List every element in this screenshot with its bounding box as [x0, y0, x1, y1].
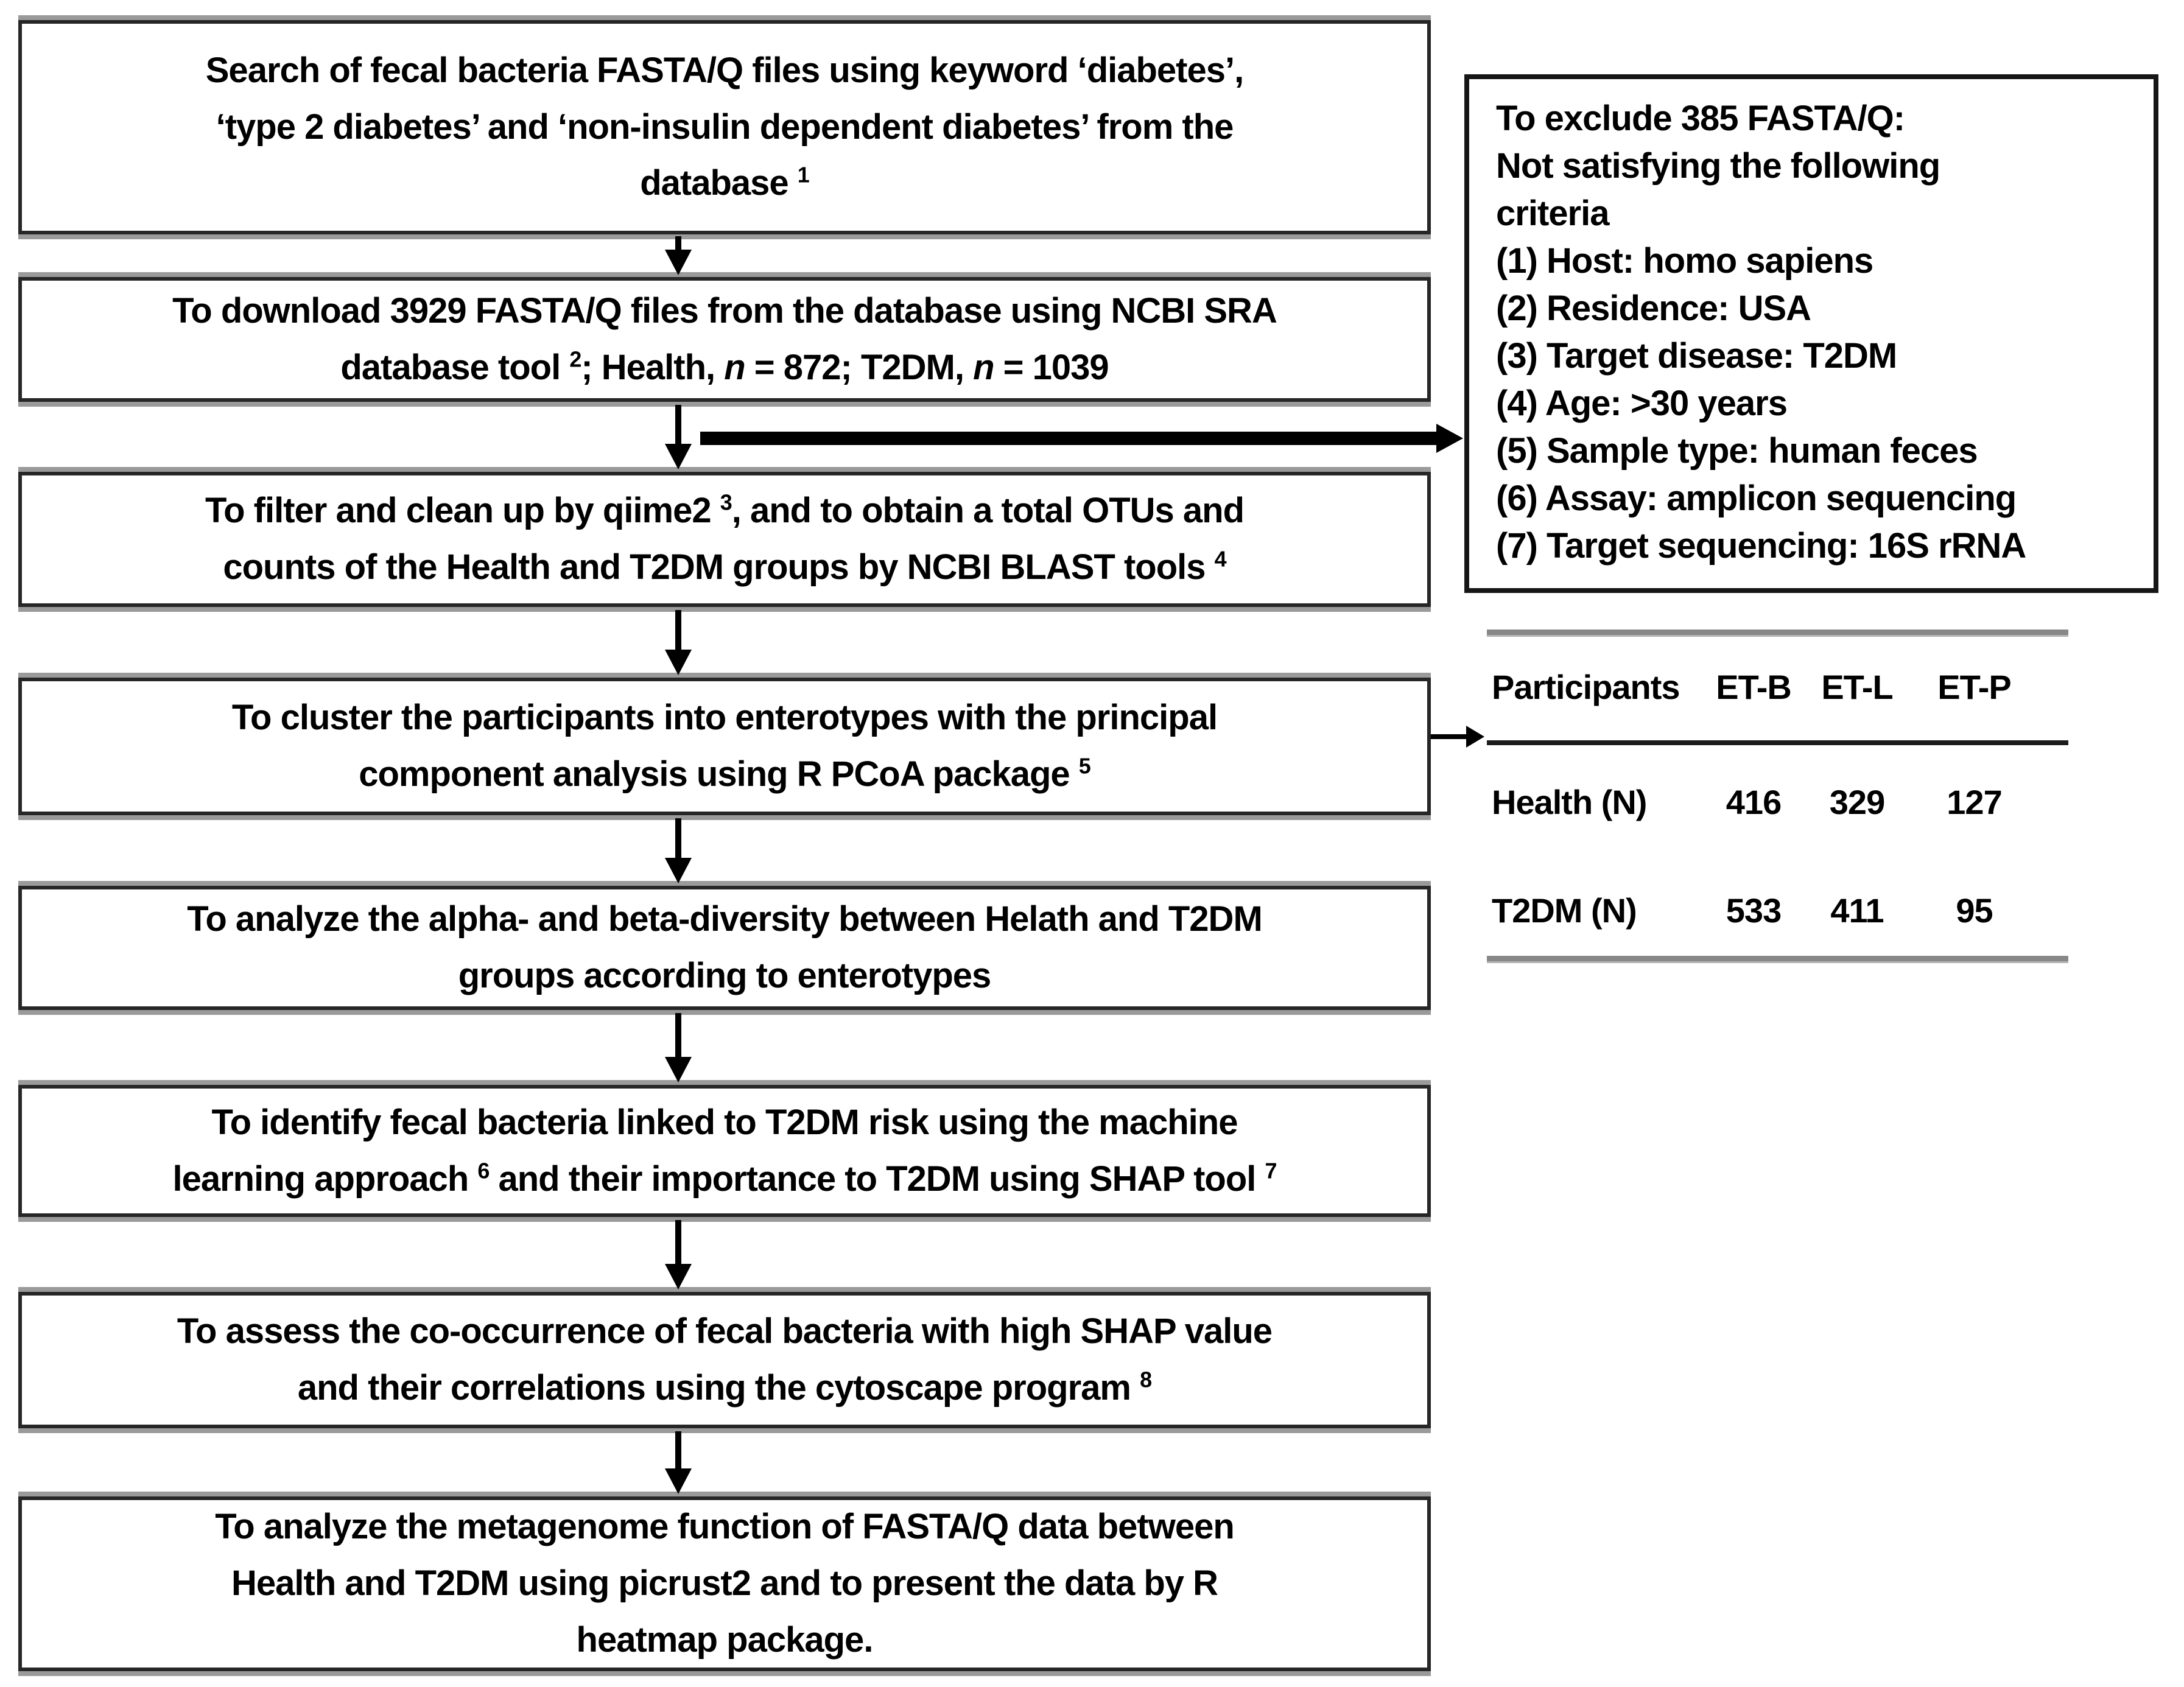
arrow-shaft	[675, 405, 681, 444]
flow-box-search-database: Search of fecal bacteria FASTA/Q files u…	[18, 20, 1431, 234]
arrow-head	[665, 1264, 692, 1289]
arrow-head	[665, 1057, 692, 1082]
arrow-down-icon	[665, 405, 692, 469]
exclusion-line: criteria	[1496, 194, 1609, 233]
exclusion-line: (7) Target sequencing: 16S rRNA	[1496, 526, 2026, 566]
exclusion-line: To exclude 385 FASTA/Q:	[1496, 99, 1905, 138]
table-row-health-label: Health (N)	[1492, 783, 1647, 821]
table-cell-t2dm-et-l: 411	[1830, 891, 1884, 930]
exclusion-line: Not satisfying the following	[1496, 146, 1940, 186]
arrow-head	[665, 444, 692, 469]
arrow-head	[665, 650, 692, 675]
arrow-down-icon	[665, 1013, 692, 1082]
arrow-shaft	[675, 610, 681, 650]
table-header-et-b: ET-B	[1716, 668, 1792, 706]
flow-box-diversity-analysis: To analyze the alpha- and beta-diversity…	[18, 886, 1431, 1010]
arrow-shaft	[675, 818, 681, 858]
flow-box-download-files: To download 3929 FASTA/Q files from the …	[18, 277, 1431, 402]
exclusion-line: (5) Sample type: human feces	[1496, 431, 1978, 471]
flow-box-cluster-enterotypes: To cluster the participants into enterot…	[18, 678, 1431, 815]
exclusion-line: (4) Age: >30 years	[1496, 384, 1788, 423]
exclusion-line: (6) Assay: amplicon sequencing	[1496, 479, 2017, 518]
arrow-head	[1466, 726, 1484, 748]
table-header-rule	[1487, 740, 2068, 745]
flow-box-filter-clean: To filter and clean up by qiime2 3, and …	[18, 472, 1431, 607]
arrow-head	[665, 858, 692, 883]
arrow-right-to-table-icon	[1431, 726, 1484, 748]
table-top-rule	[1487, 630, 2068, 637]
flow-box-co-occurrence: To assess the co-occurrence of fecal bac…	[18, 1292, 1431, 1428]
arrow-shaft	[675, 1220, 681, 1264]
table-row-t2dm-label: T2DM (N)	[1492, 891, 1637, 930]
table-cell-health-et-b: 416	[1726, 783, 1782, 821]
arrow-shaft	[675, 1013, 681, 1057]
arrow-shaft	[700, 432, 1436, 445]
table-header-et-p: ET-P	[1937, 668, 2011, 706]
table-cell-t2dm-et-b: 533	[1726, 891, 1782, 930]
flow-box-machine-learning: To identify fecal bacteria linked to T2D…	[18, 1085, 1431, 1217]
table-header-participants: Participants	[1492, 668, 1680, 706]
arrow-head	[665, 250, 692, 275]
table-header-et-l: ET-L	[1821, 668, 1893, 706]
arrow-right-to-exclusion-icon	[700, 424, 1463, 453]
arrow-shaft	[675, 236, 681, 250]
table-cell-t2dm-et-p: 95	[1956, 891, 1993, 930]
exclusion-line: (1) Host: homo sapiens	[1496, 241, 1873, 281]
exclusion-line: (3) Target disease: T2DM	[1496, 336, 1897, 376]
arrow-shaft	[1431, 734, 1466, 739]
exclusion-criteria-box: To exclude 385 FASTA/Q: Not satisfying t…	[1464, 74, 2158, 593]
exclusion-line: (2) Residence: USA	[1496, 289, 1811, 328]
arrow-down-icon	[665, 1431, 692, 1494]
flow-box-metagenome-function: To analyze the metagenome function of FA…	[18, 1496, 1431, 1671]
arrow-head	[1436, 424, 1463, 453]
arrow-down-icon	[665, 236, 692, 275]
arrow-down-icon	[665, 610, 692, 675]
arrow-down-icon	[665, 818, 692, 883]
table-bottom-rule	[1487, 956, 2068, 963]
arrow-head	[665, 1468, 692, 1494]
table-cell-health-et-l: 329	[1829, 783, 1885, 821]
table-cell-health-et-p: 127	[1947, 783, 2002, 821]
arrow-down-icon	[665, 1220, 692, 1289]
arrow-shaft	[675, 1431, 681, 1468]
